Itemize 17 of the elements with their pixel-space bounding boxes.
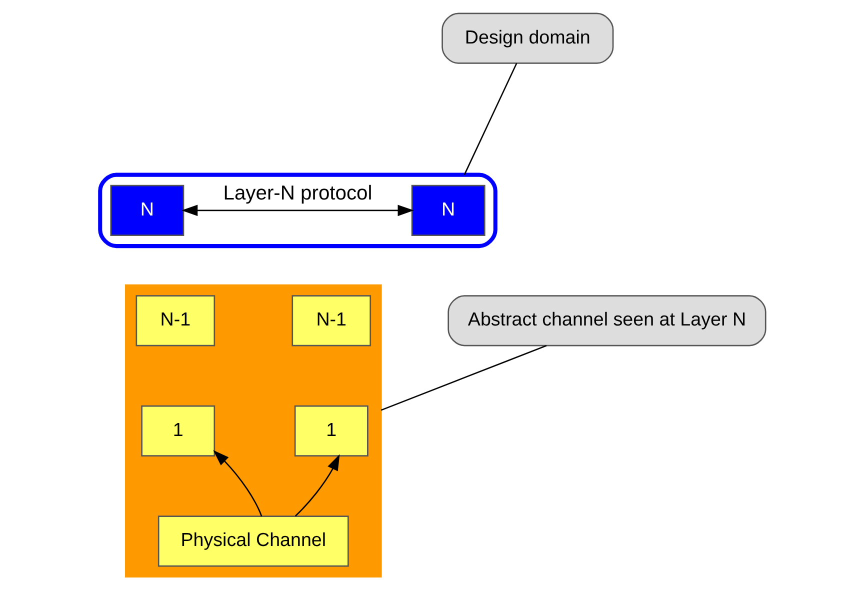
arrow — [180, 204, 414, 216]
connector — [380, 345, 546, 411]
node-box: N-1 — [135, 295, 215, 346]
node-box: Abstract channel seen at Layer N — [447, 295, 766, 346]
cluster — [98, 172, 497, 248]
node-box: 1 — [140, 405, 215, 456]
arrow — [212, 450, 262, 516]
arrow — [294, 454, 340, 516]
node-box: 1 — [294, 405, 368, 456]
node-box: N-1 — [291, 295, 371, 346]
connector — [463, 62, 517, 176]
node-box: N — [410, 184, 485, 236]
cluster — [124, 284, 382, 578]
node-box: N — [110, 184, 184, 236]
edge-label: Layer-N protocol — [222, 182, 372, 205]
node-box: Design domain — [441, 12, 614, 64]
node-box: Physical Channel — [157, 516, 348, 567]
